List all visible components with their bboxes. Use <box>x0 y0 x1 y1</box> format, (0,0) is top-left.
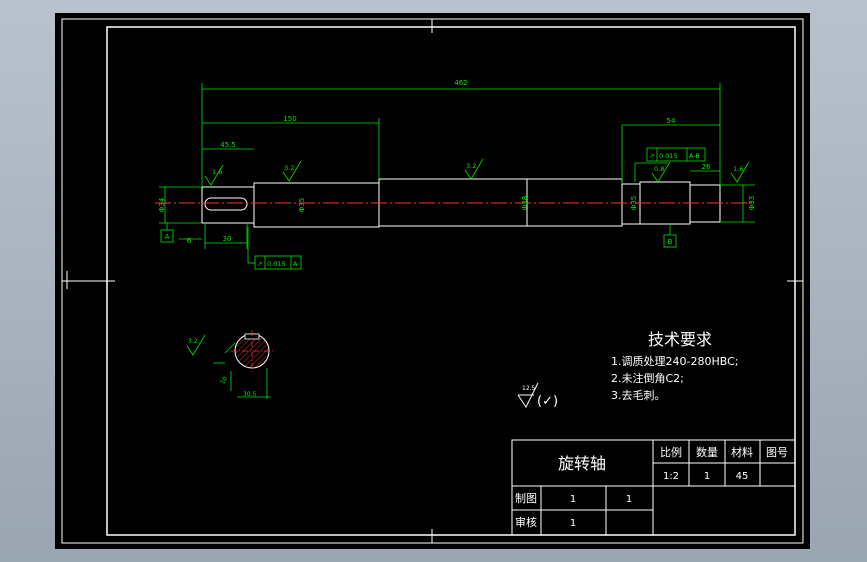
default-roughness-val: 12.5 <box>522 385 536 392</box>
row-drafter-v2: 1 <box>626 494 632 505</box>
roughness-3: 3.2 <box>466 162 476 170</box>
dim-key-len: 30 <box>223 235 232 243</box>
dim-right-section: 54 <box>667 117 676 125</box>
hdr-qty: 数量 <box>696 446 718 459</box>
section-view: 3.2 10 30.5 <box>186 330 273 399</box>
hdr-material: 材料 <box>731 445 753 459</box>
dim-left-section: 150 <box>283 115 296 123</box>
hdr-drawing-no: 图号 <box>766 446 788 459</box>
datum-b: B <box>668 238 673 246</box>
default-roughness-sym: (✓) <box>537 394 558 409</box>
hdr-scale: 比例 <box>660 445 682 459</box>
dim-d-end: Φ33 <box>748 196 756 210</box>
dim-d-mid: Φ38 <box>521 196 529 210</box>
part-name: 旋转轴 <box>558 454 606 473</box>
drawing-canvas[interactable]: 462 150 45.5 54 26 30 6 Φ34 Φ35 Φ38 Φ35 … <box>55 13 810 549</box>
section-depth: 30.5 <box>243 391 257 398</box>
title-block <box>511 439 796 536</box>
dim-right-end: 26 <box>702 163 711 171</box>
roughness-5: 1.6 <box>733 165 743 173</box>
tech-item-1: 1.调质处理240-280HBC; <box>611 355 738 368</box>
section-roughness: 3.2 <box>188 338 198 345</box>
default-roughness: 12.5 (✓) <box>517 382 558 409</box>
val-material: 45 <box>736 471 749 482</box>
dim-overall: 462 <box>454 79 467 87</box>
drawing-frame <box>106 26 796 536</box>
dim-d-right: Φ35 <box>630 196 638 210</box>
section-width: 10 <box>219 375 229 385</box>
tol-right-ref: A-B <box>689 152 700 160</box>
centering-marks <box>62 19 803 543</box>
tol-right-val: 0.015 <box>659 152 678 160</box>
row-review-label: 审核 <box>515 515 537 529</box>
datum-markers <box>160 223 677 248</box>
datum-a: A <box>165 233 170 241</box>
dim-d-left: Φ35 <box>298 198 306 212</box>
roughness-1: 1.6 <box>212 168 222 176</box>
keyway <box>204 197 248 211</box>
dimension-lines <box>159 83 755 264</box>
tol-left-val: 0.015 <box>267 260 286 268</box>
tech-heading: 技术要求 <box>648 330 712 349</box>
drawing-sheet: 462 150 45.5 54 26 30 6 Φ34 Φ35 Φ38 Φ35 … <box>61 18 804 544</box>
tol-right-sym: ↗ <box>649 152 654 160</box>
val-scale: 1:2 <box>663 471 679 482</box>
tech-item-3: 3.去毛刺。 <box>611 389 666 402</box>
dim-left-step: 45.5 <box>220 141 236 149</box>
sheet-border <box>61 18 804 544</box>
roughness-2: 3.2 <box>284 164 294 172</box>
tolerance-frames <box>254 147 706 270</box>
row-drafter-v1: 1 <box>570 494 576 505</box>
dim-d-key: Φ34 <box>158 197 166 212</box>
val-qty: 1 <box>704 471 710 482</box>
roughness-4: 0.8 <box>654 165 664 173</box>
row-drafter-label: 制图 <box>515 492 537 505</box>
dim-key-start: 6 <box>187 237 192 245</box>
row-review-v1: 1 <box>570 518 576 529</box>
tol-left-ref: A <box>293 260 298 268</box>
tech-item-2: 2.未注倒角C2; <box>611 371 684 385</box>
tol-left-sym: ↗ <box>257 260 262 268</box>
roughness-symbols <box>204 158 750 186</box>
